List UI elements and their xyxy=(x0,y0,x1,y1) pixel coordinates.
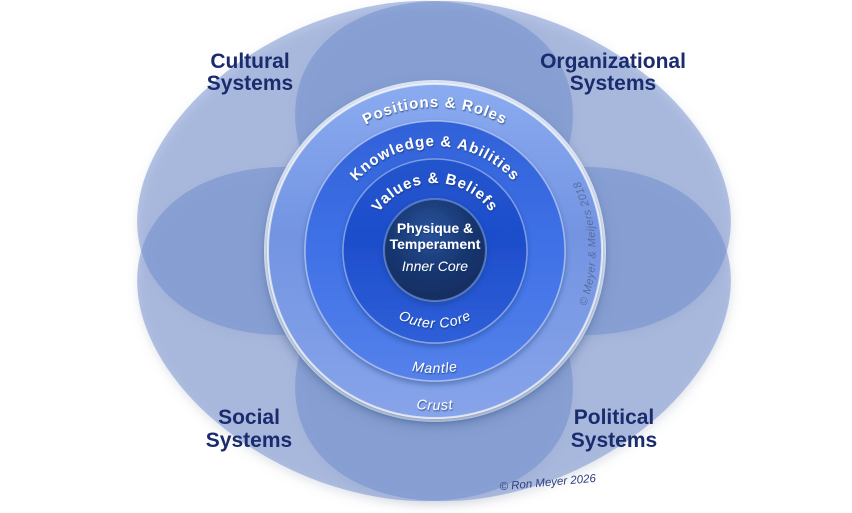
label-organizational-line2: Systems xyxy=(570,72,656,95)
circle-inner-core xyxy=(383,198,487,302)
quadrant-labels: Cultural Systems Organizational Systems … xyxy=(206,50,686,452)
label-cultural-line2: Systems xyxy=(207,72,293,95)
label-political-line1: Political xyxy=(574,406,655,429)
label-social-line2: Systems xyxy=(206,429,292,452)
label-organizational-line1: Organizational xyxy=(540,50,686,73)
label-mantle: Mantle xyxy=(411,358,458,376)
inner-core-labels: Physique & Temperament Inner Core xyxy=(390,220,481,274)
label-political-line2: Systems xyxy=(571,429,657,452)
label-inner-core-sublabel: Inner Core xyxy=(402,258,468,274)
label-social-line1: Social xyxy=(218,406,280,429)
ring-stack xyxy=(264,80,606,422)
label-cultural-line1: Cultural xyxy=(210,50,289,73)
label-inner-core-line1: Physique & xyxy=(397,220,473,236)
label-crust: Crust xyxy=(416,396,454,413)
label-inner-core-line2: Temperament xyxy=(390,236,481,252)
